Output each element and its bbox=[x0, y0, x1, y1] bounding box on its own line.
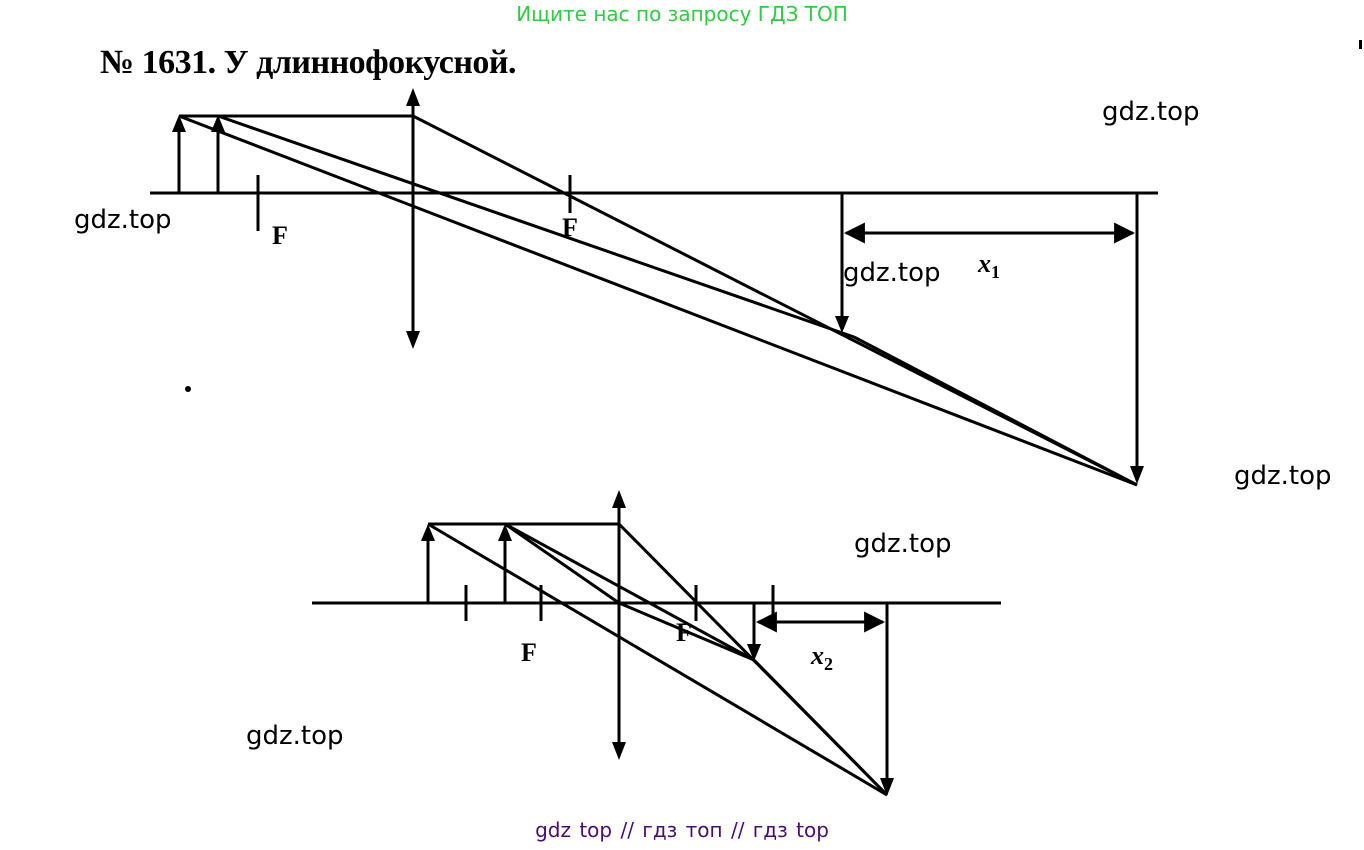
focus-label-left: F bbox=[521, 638, 537, 667]
image-1-arrowhead bbox=[835, 316, 849, 333]
footer-links: gdz top // гдз топ // гдз top bbox=[535, 818, 829, 842]
watermark: gdz.top bbox=[1102, 97, 1200, 127]
lens-arrow-down bbox=[406, 331, 420, 349]
ray-center-1 bbox=[178, 114, 1138, 487]
object-1-arrowhead bbox=[421, 524, 435, 541]
lens-arrow-down bbox=[612, 742, 626, 760]
ray-center-1 bbox=[427, 522, 888, 797]
object-2-arrowhead bbox=[211, 115, 225, 132]
ray-image-2 bbox=[853, 335, 1138, 487]
watermark: gdz.top bbox=[1234, 461, 1332, 491]
focus-label-left: F bbox=[272, 221, 288, 250]
lens-arrow-up bbox=[612, 490, 626, 508]
ray-from-top-2 bbox=[504, 522, 620, 605]
image-1-arrowhead bbox=[747, 644, 761, 661]
distance-label-x2: x2 bbox=[810, 641, 833, 674]
object-1-arrowhead bbox=[172, 115, 186, 132]
watermark: gdz.top bbox=[854, 529, 952, 559]
lens-arrow-up bbox=[406, 88, 420, 106]
ray-image-2 bbox=[752, 658, 889, 797]
object-2-arrowhead bbox=[498, 524, 512, 541]
distance-label-x1: x1 bbox=[977, 249, 1000, 282]
ray-center-2 bbox=[618, 601, 755, 662]
diagram-top bbox=[150, 88, 1158, 487]
stray-dot bbox=[185, 386, 191, 392]
ray-refracted-2 bbox=[504, 522, 755, 662]
problem-title: № 1631. У длиннофокусной. bbox=[100, 44, 517, 81]
corner-mark bbox=[1359, 40, 1362, 49]
ray-center-2 bbox=[217, 114, 855, 339]
focus-label-right: F bbox=[562, 213, 578, 242]
focus-label-right: F bbox=[676, 618, 692, 647]
watermark: gdz.top bbox=[74, 205, 172, 235]
watermark: gdz.top bbox=[843, 258, 941, 288]
search-banner: Ищите нас по запросу ГДЗ ТОП bbox=[516, 2, 848, 26]
image-2-arrowhead bbox=[1130, 466, 1144, 484]
image-2-arrowhead bbox=[880, 778, 894, 796]
diagram-bottom bbox=[312, 490, 1001, 797]
watermark: gdz.top bbox=[246, 721, 344, 751]
